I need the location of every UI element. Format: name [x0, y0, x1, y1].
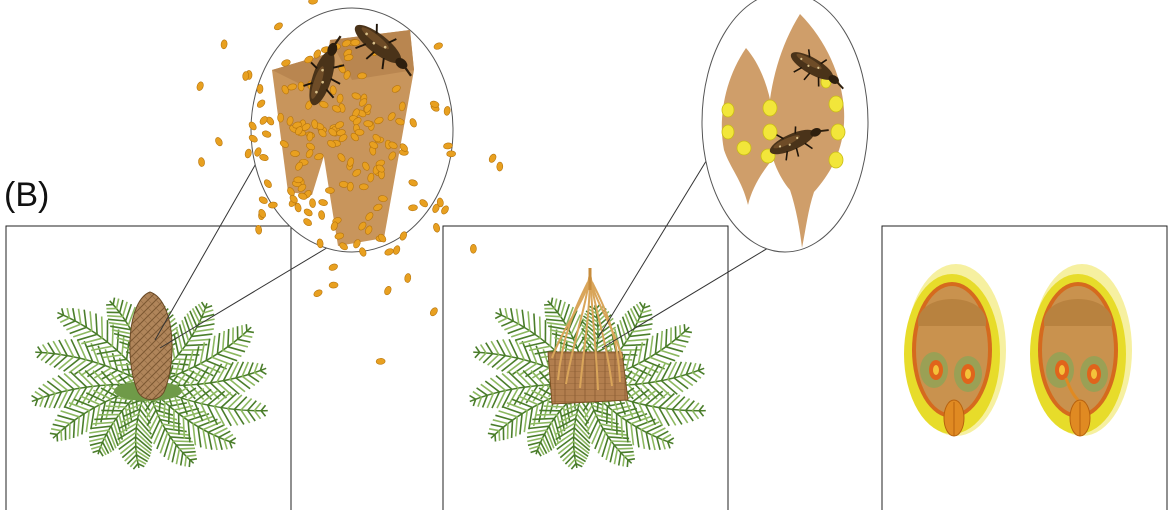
cycad-female-cone-icon — [470, 268, 706, 469]
inset-connector — [155, 160, 258, 340]
ovule-cross-section-icon — [904, 264, 1132, 436]
inset-connector — [598, 158, 708, 338]
microsporophyll-with-weevils-icon — [196, 0, 503, 365]
cycad-male-cone-icon — [32, 292, 268, 469]
